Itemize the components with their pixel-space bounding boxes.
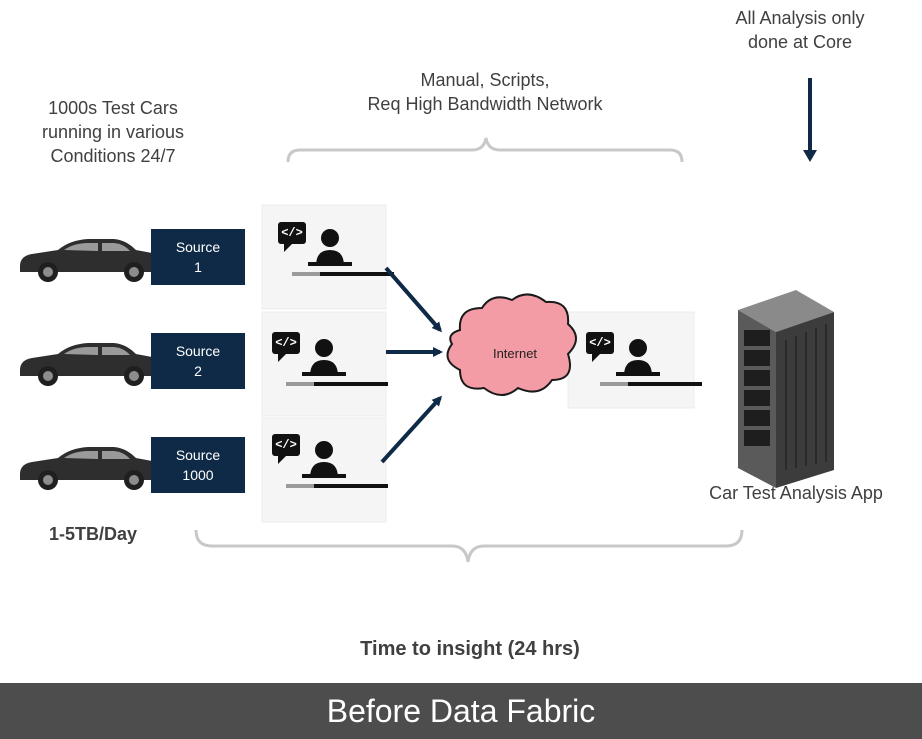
internet-label: Internet [492, 346, 538, 361]
cars-label-line3: Conditions 24/7 [50, 146, 176, 166]
cars-label-line2: running in various [41, 122, 185, 142]
footer-title: Before Data Fabric [0, 683, 922, 739]
insight-label: Time to insight (24 hrs) [360, 638, 580, 660]
arrow-1 [384, 266, 442, 333]
car-icon-1 [20, 239, 164, 282]
source-3-number: 1000 [182, 467, 214, 483]
server-rack-icon [738, 290, 834, 488]
car-icon-3 [20, 447, 164, 490]
analysis-label: All Analysis only done at Core [690, 6, 910, 54]
source-box-3: Source 1000 [151, 437, 245, 493]
network-label-line1: Manual, Scripts, [420, 70, 550, 90]
network-label-line2: Req High Bandwidth Network [367, 94, 603, 114]
source-1-label: Source [175, 239, 221, 255]
internet-cloud-icon [446, 293, 577, 396]
source-2-label: Source [175, 343, 221, 359]
source-box-2: Source 2 [151, 333, 245, 389]
source-3-label: Source [175, 447, 221, 463]
app-label: Car Test Analysis App [709, 483, 883, 503]
code-tag-core: </> [589, 336, 611, 350]
bottom-brace [194, 529, 744, 563]
source-2-number: 2 [194, 363, 202, 379]
analysis-label-line2: done at Core [747, 32, 853, 52]
network-label: Manual, Scripts, Req High Bandwidth Netw… [290, 68, 680, 116]
analysis-label-line1: All Analysis only [735, 8, 865, 28]
network-brace [286, 137, 684, 163]
cars-label: 1000s Test Cars running in various Condi… [18, 96, 208, 168]
down-arrow-head [803, 150, 817, 162]
code-tag-2: </> [275, 336, 297, 350]
arrow-3 [380, 395, 443, 464]
coder-panel-core [567, 311, 695, 409]
cars-label-line1: 1000s Test Cars [48, 98, 178, 118]
source-box-1: Source 1 [151, 229, 245, 285]
code-tag-3: </> [275, 438, 297, 452]
throughput-label: 1-5TB/Day [48, 524, 138, 544]
source-1-number: 1 [194, 259, 202, 275]
code-tag-1: </> [281, 226, 303, 240]
car-icon-2 [20, 343, 164, 386]
